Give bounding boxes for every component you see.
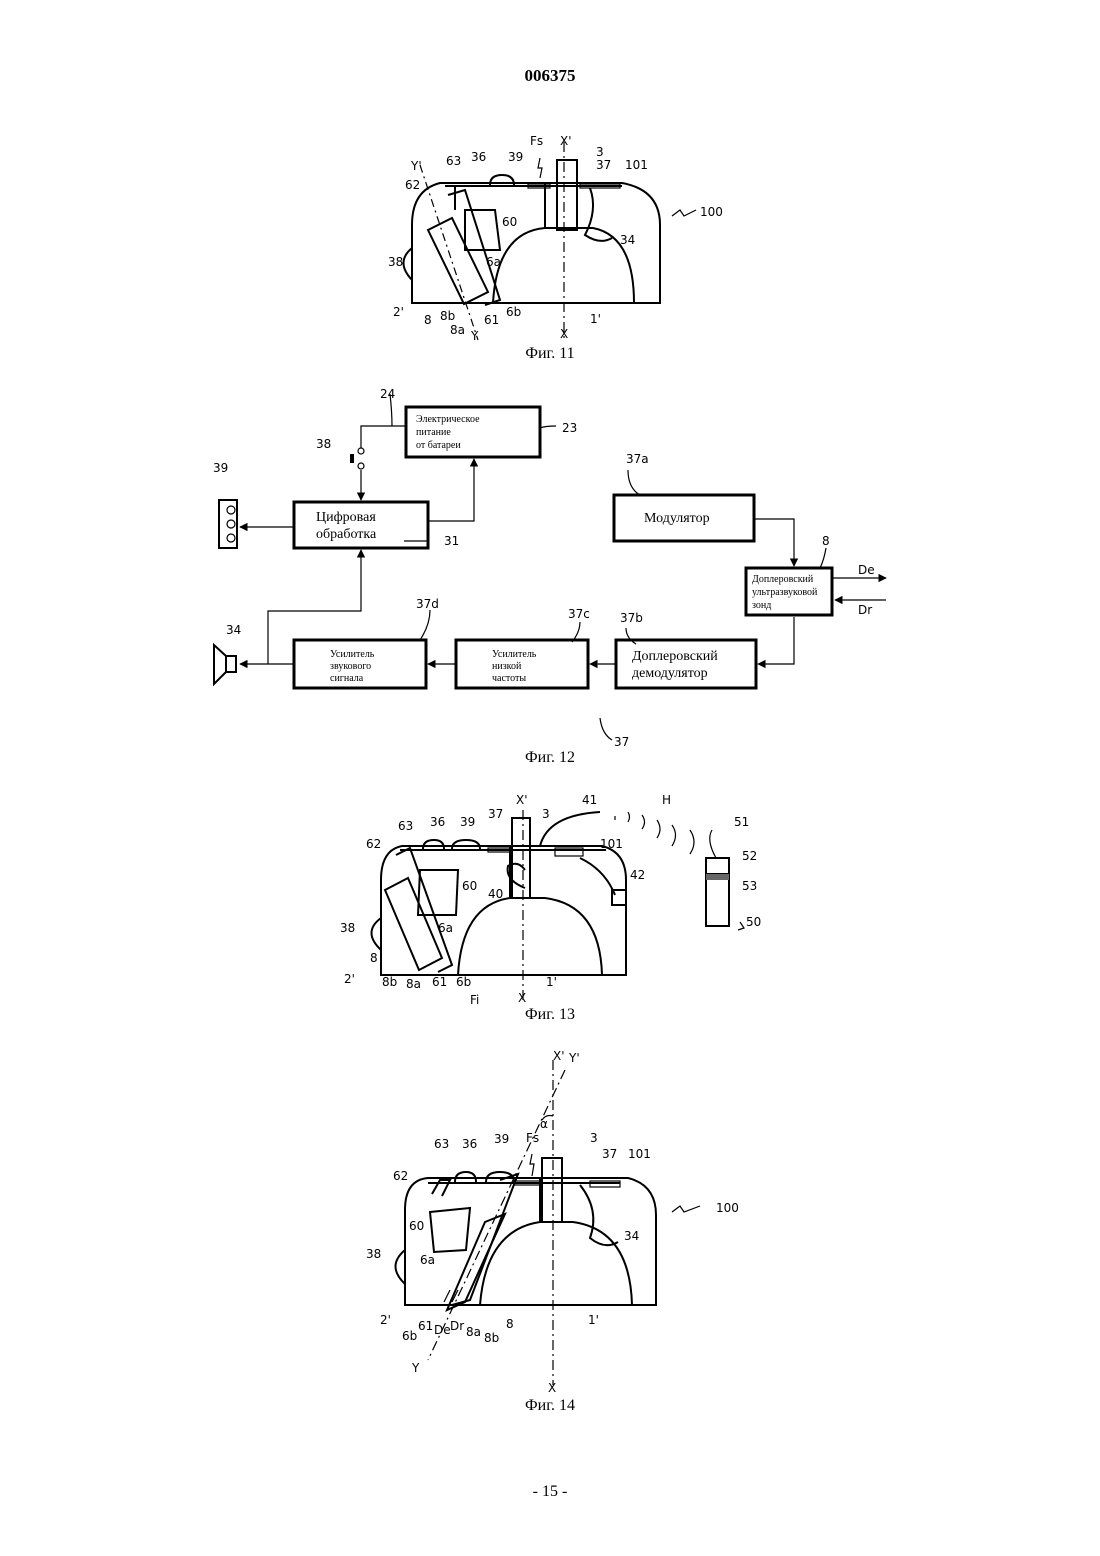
fig14-label-yp: Y' xyxy=(568,1051,580,1065)
fig14-label-8a: 8a xyxy=(466,1325,481,1339)
figure-14-caption: Фиг. 14 xyxy=(0,1397,1100,1415)
fig14-label-1p: 1' xyxy=(588,1313,599,1327)
fig14-label-alpha: α xyxy=(540,1117,548,1131)
fig14-label-100: 100 xyxy=(716,1201,739,1215)
fig14-label-dr: Dr xyxy=(450,1319,464,1333)
fig14-label-2p: 2' xyxy=(380,1313,391,1327)
fig14-label-fs: Fs xyxy=(526,1131,539,1145)
fig14-label-3: 3 xyxy=(590,1131,598,1145)
fig14-label-61: 61 xyxy=(418,1319,433,1333)
fig14-label-36: 36 xyxy=(462,1137,477,1151)
fig14-label-8b: 8b xyxy=(484,1331,499,1345)
fig14-label-63: 63 xyxy=(434,1137,449,1151)
fig14-label-6b: 6b xyxy=(402,1329,417,1343)
fig14-label-de: De xyxy=(434,1323,451,1337)
fig14-label-y: Y xyxy=(411,1361,420,1375)
figure-14-drawing: X' Y' α Fs 3 63 36 39 37 101 62 100 60 3… xyxy=(0,0,1100,1400)
fig14-label-x: X xyxy=(548,1381,556,1395)
fig14-label-37: 37 xyxy=(602,1147,617,1161)
fig14-label-8: 8 xyxy=(506,1317,514,1331)
fig14-label-34: 34 xyxy=(624,1229,639,1243)
fig14-label-101: 101 xyxy=(628,1147,651,1161)
fig14-label-39: 39 xyxy=(494,1132,509,1146)
fig14-label-60: 60 xyxy=(409,1219,424,1233)
fig14-label-62: 62 xyxy=(393,1169,408,1183)
fig14-label-6a: 6a xyxy=(420,1253,435,1267)
page-number: - 15 - xyxy=(0,1483,1100,1501)
fig14-label-xp: X' xyxy=(553,1049,565,1063)
fig14-label-38: 38 xyxy=(366,1247,381,1261)
